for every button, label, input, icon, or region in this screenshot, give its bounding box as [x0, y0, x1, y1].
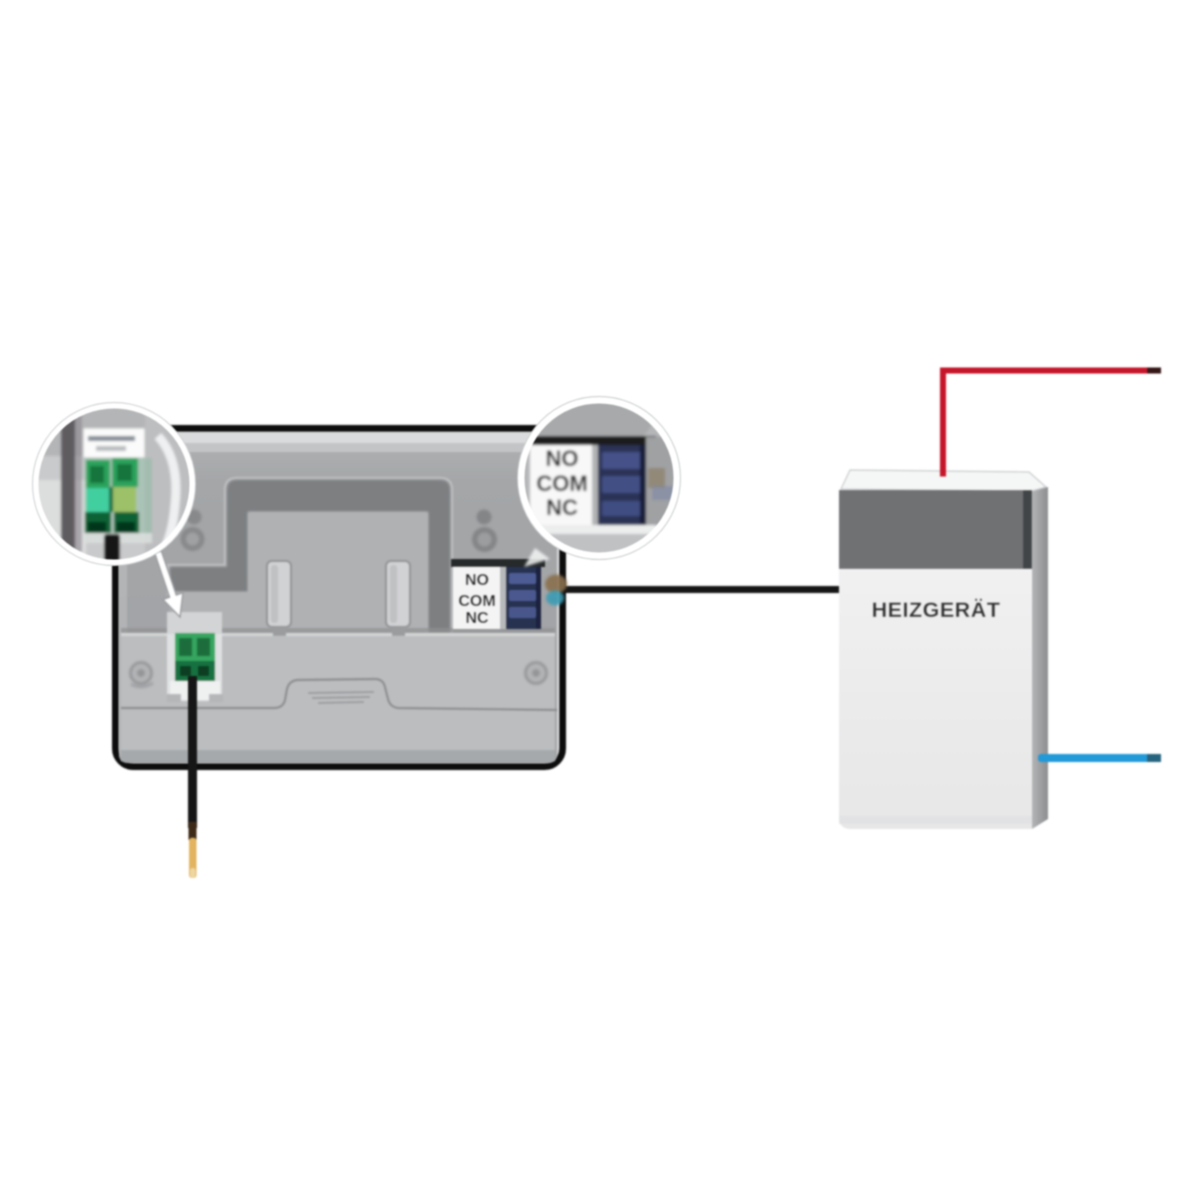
- svg-text:NO: NO: [546, 446, 579, 471]
- svg-text:NC: NC: [465, 610, 489, 627]
- svg-text:COM: COM: [458, 593, 495, 610]
- svg-text:NO: NO: [465, 572, 489, 589]
- svg-text:NC: NC: [546, 495, 578, 520]
- svg-text:COM: COM: [536, 471, 587, 496]
- svg-text:HEIZGERÄT: HEIZGERÄT: [872, 598, 1001, 622]
